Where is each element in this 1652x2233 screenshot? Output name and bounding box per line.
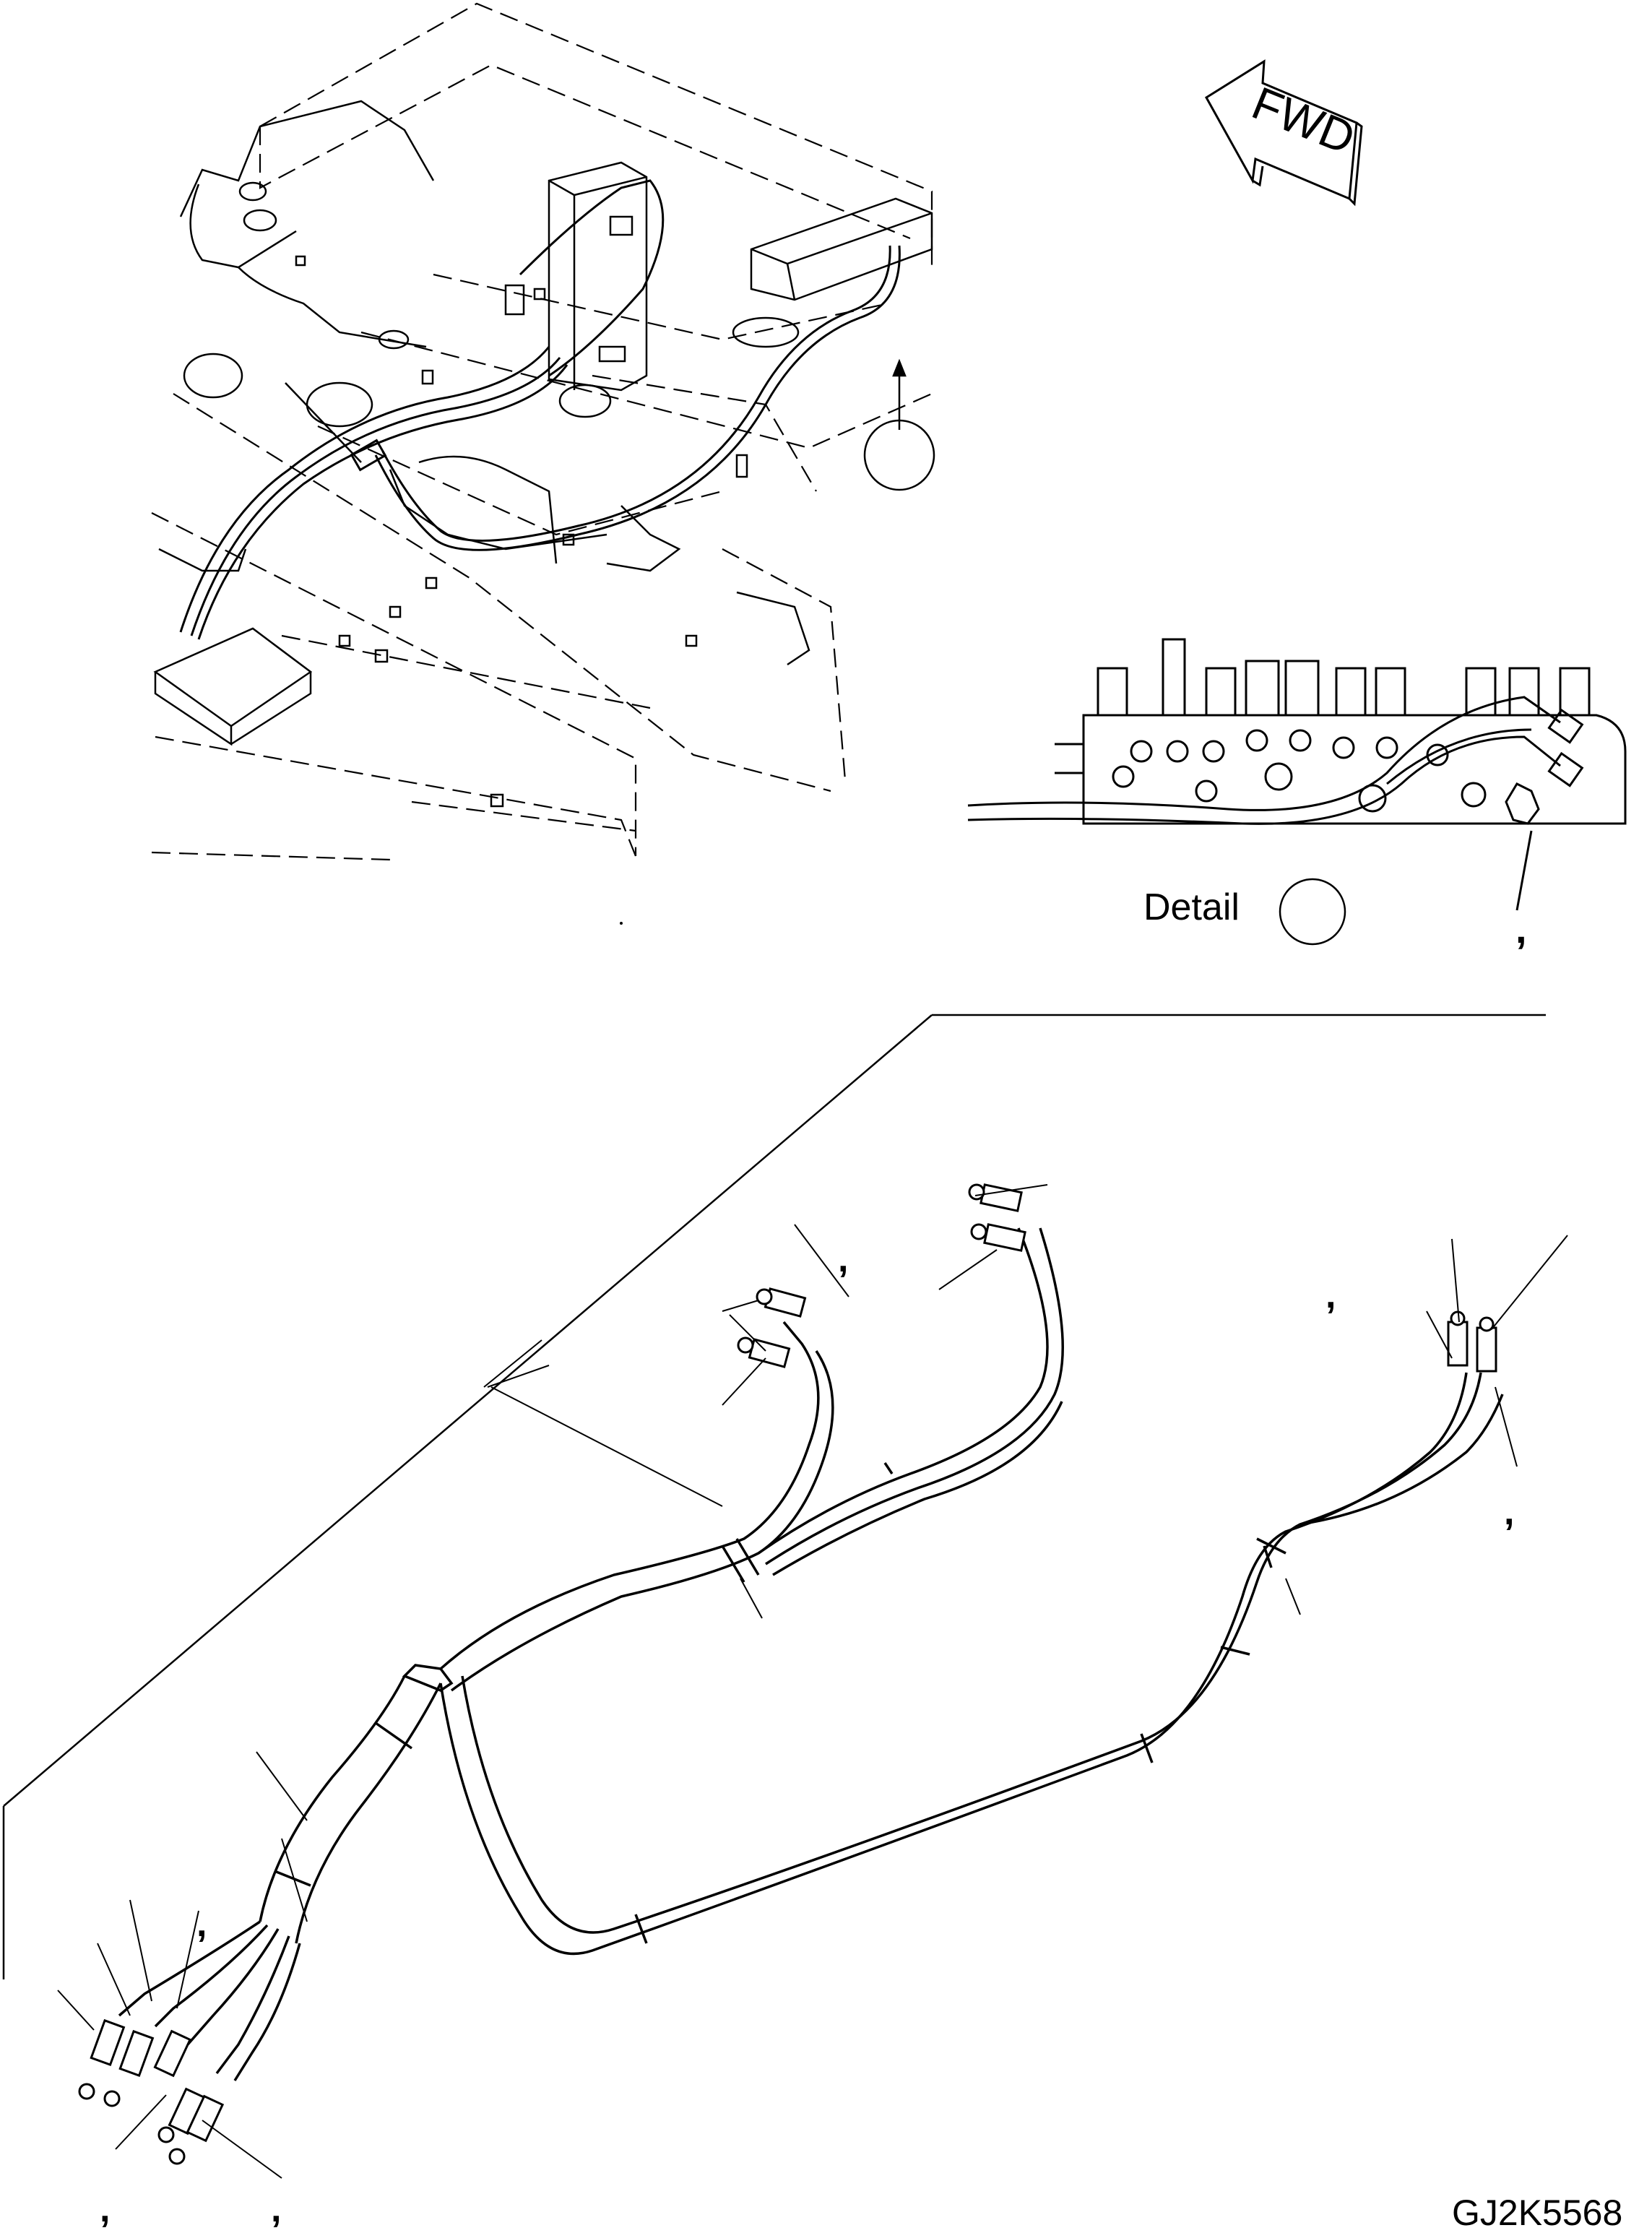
- detail-view: [967, 638, 1627, 911]
- hose-fittings: [78, 1183, 1497, 2165]
- separator-comma-2: ,: [838, 1238, 848, 1280]
- hose-routing-top: [179, 179, 901, 640]
- separator-comma-4: ,: [1504, 1491, 1514, 1533]
- detail-hoses: [967, 696, 1584, 825]
- fwd-arrow: FWD: [1204, 59, 1363, 207]
- separator-marks: , , , , , ,: [100, 1238, 1514, 2230]
- valve-ports: [1112, 729, 1487, 813]
- separator-comma-3: ,: [1326, 1274, 1336, 1316]
- fitting-pair-upper-center: [968, 1183, 1026, 1252]
- separator-comma-5: ,: [196, 1903, 207, 1945]
- plug-fitting: [1505, 782, 1540, 825]
- detail-label: Detail: [1143, 886, 1240, 928]
- fitting-group-lower-left: [78, 2018, 225, 2165]
- drawing-number: GJ2K5568: [1452, 2193, 1622, 2233]
- fitting-pair-right: [1447, 1310, 1497, 1373]
- separator-comma-7: ,: [271, 2188, 281, 2230]
- dot-mark: [620, 922, 623, 925]
- valve-spools: [1097, 638, 1591, 717]
- detail-circle: [1279, 878, 1346, 946]
- separator-comma-6: ,: [100, 2188, 110, 2230]
- view-callout: [285, 358, 935, 491]
- frame-boundary-lines: [2, 1014, 1546, 1979]
- view-circle: [863, 419, 935, 491]
- separator-comma-1: ,: [1515, 906, 1527, 951]
- fwd-label: FWD: [1245, 77, 1362, 164]
- machine-frame-view: [151, 2, 933, 861]
- leader-lines: [57, 1184, 1568, 2179]
- fitting-pair-upper-left: [737, 1287, 807, 1368]
- hose-assembly: [118, 1227, 1504, 2081]
